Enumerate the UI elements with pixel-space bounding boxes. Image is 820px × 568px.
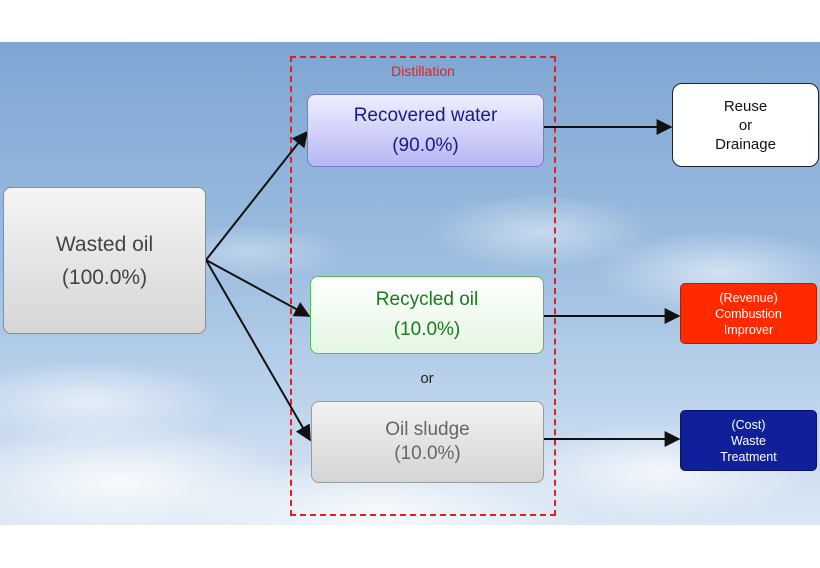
recovered-water-node: Recovered water (90.0%)	[307, 94, 544, 167]
recovered-water-name: Recovered water	[353, 104, 498, 126]
recovered-water-percent: (90.0%)	[392, 134, 459, 156]
reuse-line-2: or	[738, 116, 753, 134]
revenue-node: (Revenue) Combustion Improver	[680, 283, 817, 344]
wasted-oil-name: Wasted oil	[55, 232, 154, 256]
cost-line-1: (Cost)	[731, 417, 766, 432]
revenue-line-2: Combustion	[715, 306, 782, 321]
reuse-line-3: Drainage	[715, 135, 776, 153]
connector-wasted-to-recovered	[205, 130, 308, 261]
oil-sludge-percent: (10.0%)	[394, 443, 461, 464]
recycled-oil-percent: (10.0%)	[393, 319, 461, 340]
reuse-line-1: Reuse	[723, 97, 768, 115]
cost-node: (Cost) Waste Treatment	[680, 410, 817, 471]
wasted-oil-node: Wasted oil (100.0%)	[3, 187, 206, 334]
revenue-line-1: (Revenue)	[719, 290, 778, 305]
wasted-oil-percent: (100.0%)	[61, 265, 148, 289]
revenue-line-3: Improver	[723, 322, 774, 337]
recycled-oil-node: Recycled oil (10.0%)	[310, 276, 544, 354]
cost-line-2: Waste	[731, 433, 766, 448]
reuse-node: Reuse or Drainage	[672, 83, 819, 167]
connector-wasted-to-recycled	[205, 259, 311, 317]
distillation-label: Distillation	[391, 63, 455, 79]
oil-sludge-name: Oil sludge	[385, 419, 470, 440]
connector-wasted-to-sludge	[205, 259, 311, 442]
cost-line-3: Treatment	[720, 449, 777, 464]
distillation-boundary	[290, 56, 556, 516]
oil-sludge-node: Oil sludge (10.0%)	[311, 401, 544, 483]
or-label: or	[420, 370, 434, 387]
recycled-oil-name: Recycled oil	[375, 289, 479, 310]
